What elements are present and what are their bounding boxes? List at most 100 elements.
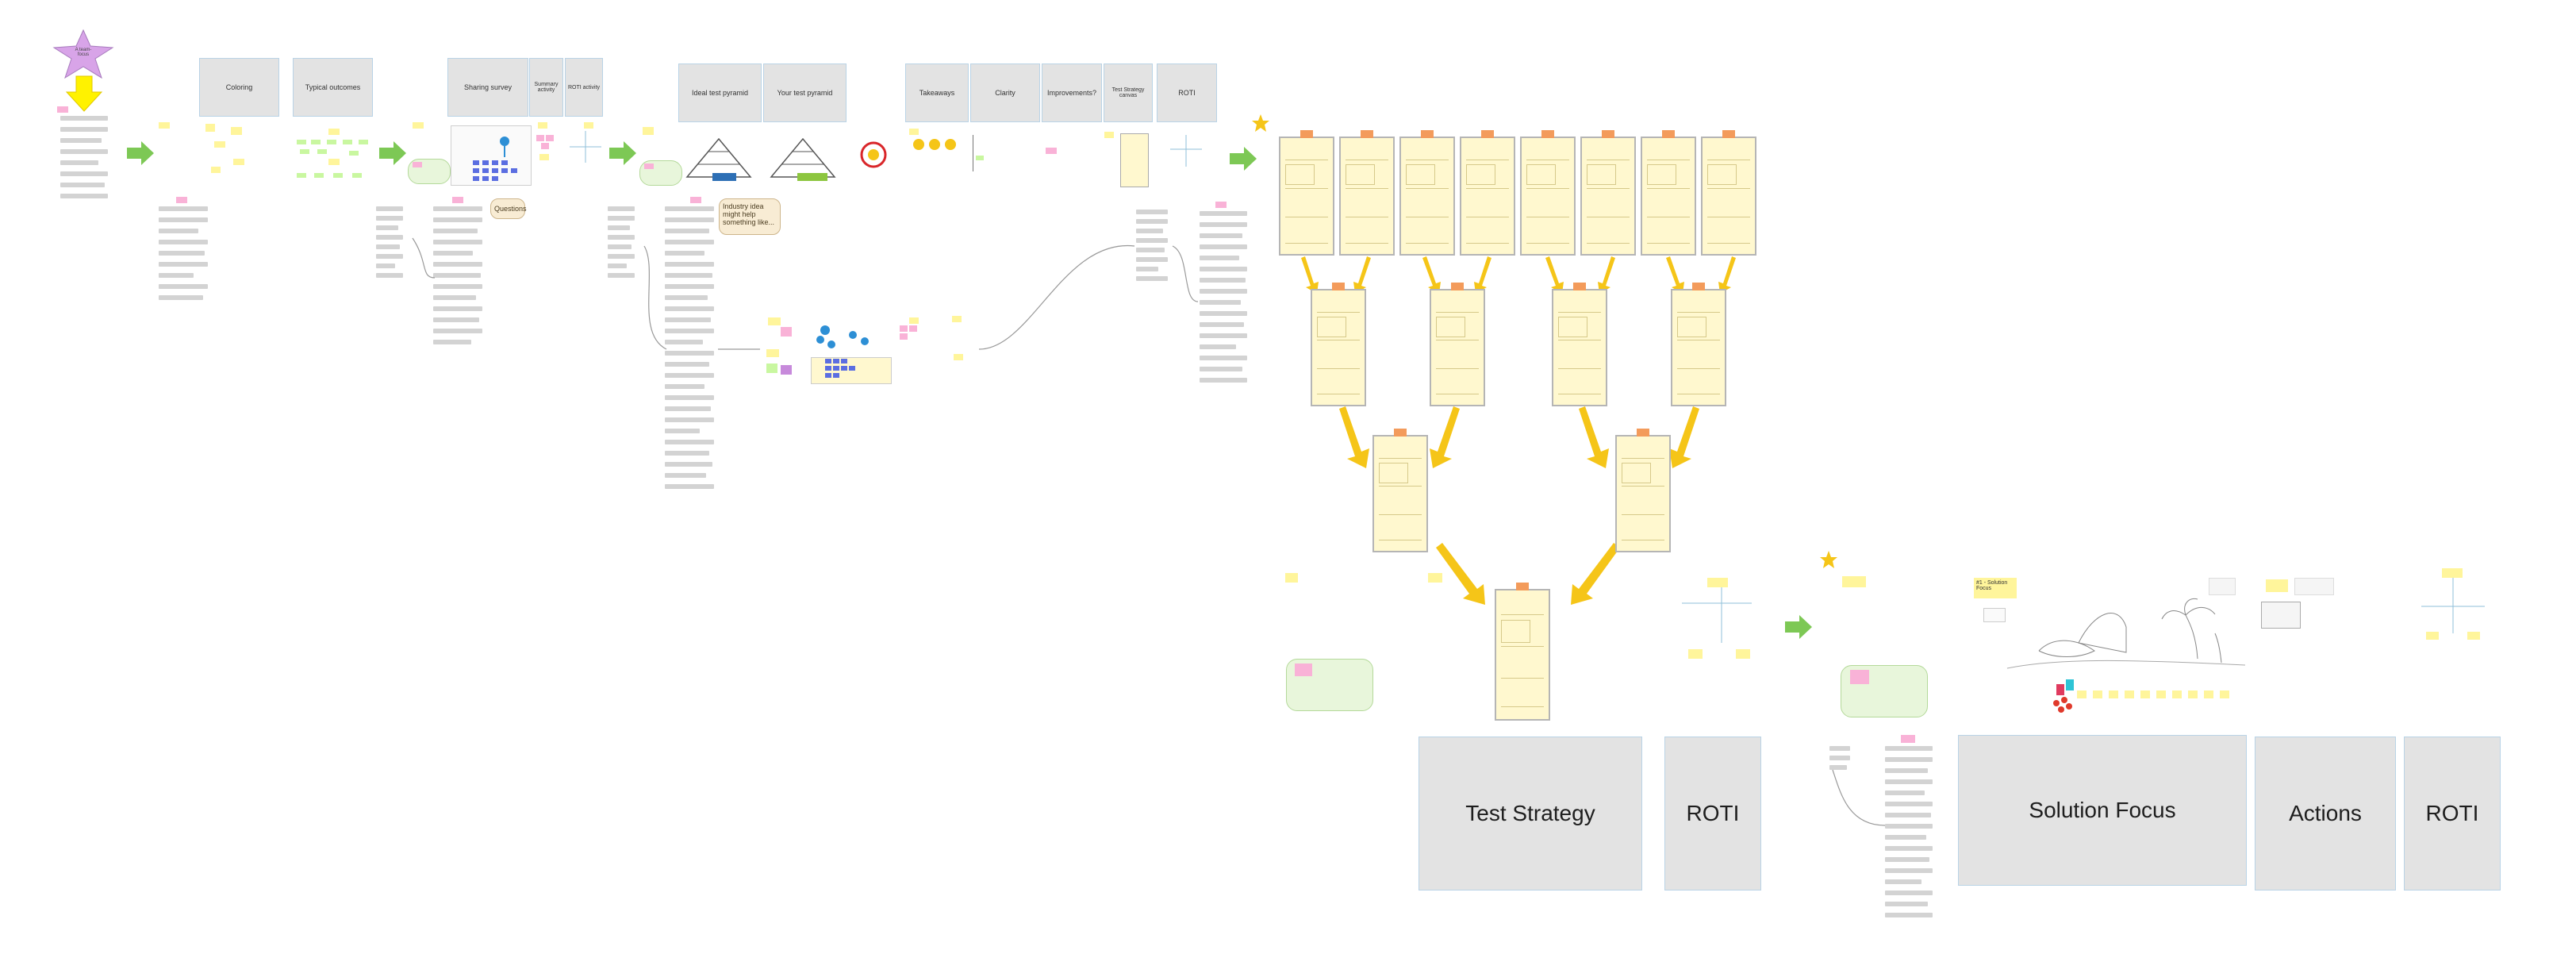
frame-test-strategy[interactable]: Test Strategy — [1419, 737, 1642, 890]
document-page[interactable] — [1399, 130, 1455, 256]
sticky-note[interactable] — [352, 173, 362, 178]
sticky-note[interactable] — [1428, 573, 1442, 583]
pink-sticky[interactable] — [413, 162, 422, 167]
frame-test-strategy-canvas[interactable]: Test Strategy canvas — [1104, 63, 1153, 122]
scale-sticky[interactable] — [2220, 690, 2229, 698]
document-page[interactable] — [1460, 130, 1515, 256]
pink-sticky[interactable] — [452, 197, 463, 203]
sticky-note[interactable] — [539, 154, 549, 160]
frame-ideal-test-pyramid[interactable]: Ideal test pyramid — [678, 63, 762, 122]
frame-solution-focus[interactable]: Solution Focus — [1958, 735, 2247, 886]
sticky-note[interactable] — [343, 140, 352, 144]
scale-sticky[interactable] — [2077, 690, 2087, 698]
pink-sticky[interactable] — [900, 325, 908, 332]
frame-roti-2[interactable]: ROTI — [2404, 737, 2501, 890]
pink-sticky[interactable] — [1850, 670, 1869, 684]
pink-sticky[interactable] — [690, 197, 701, 203]
frame-improvements[interactable]: Improvements? — [1042, 63, 1102, 122]
scale-sticky[interactable] — [2109, 690, 2118, 698]
sticky-note[interactable] — [300, 149, 309, 154]
frame-clarity[interactable]: Clarity — [970, 63, 1040, 122]
document-page[interactable] — [1372, 429, 1428, 552]
frame-roti-1[interactable]: ROTI — [1664, 737, 1761, 890]
sticky-note[interactable] — [231, 127, 242, 135]
pink-sticky[interactable] — [909, 325, 917, 332]
pink-sticky[interactable] — [57, 106, 68, 113]
document-page[interactable] — [1520, 130, 1576, 256]
pink-sticky[interactable] — [176, 197, 187, 203]
scale-sticky[interactable] — [2204, 690, 2213, 698]
sticky-note[interactable] — [314, 173, 324, 178]
sticky-note[interactable] — [297, 140, 306, 144]
frame-summary-activity[interactable]: Summary activity — [529, 58, 563, 117]
sticky-note[interactable] — [214, 141, 225, 148]
frame-roti-activity[interactable]: ROTI activity — [565, 58, 603, 117]
pink-sticky[interactable] — [536, 135, 544, 141]
sticky-note[interactable] — [1688, 649, 1703, 659]
sticky-note[interactable] — [1707, 578, 1728, 587]
sticky-note[interactable] — [349, 151, 359, 156]
document-page[interactable] — [1552, 283, 1607, 406]
sticky-note[interactable] — [297, 173, 306, 178]
sticky-note[interactable] — [2442, 568, 2463, 578]
document-page[interactable] — [1615, 429, 1671, 552]
sticky-note[interactable] — [584, 122, 593, 129]
document-page[interactable] — [1495, 583, 1550, 721]
sticky-note[interactable] — [2467, 632, 2480, 640]
pink-sticky[interactable] — [644, 163, 654, 169]
purple-sticky[interactable] — [781, 365, 792, 375]
sticky-note[interactable] — [766, 349, 779, 357]
document-page[interactable] — [1339, 130, 1395, 256]
scale-sticky[interactable] — [2188, 690, 2198, 698]
scale-sticky[interactable] — [2140, 690, 2150, 698]
sticky-note[interactable] — [211, 167, 221, 173]
sticky-note[interactable] — [233, 159, 244, 165]
sticky-note[interactable] — [328, 129, 340, 135]
pink-sticky[interactable] — [1215, 202, 1227, 208]
sticky-note[interactable] — [976, 156, 984, 160]
sticky-note[interactable] — [413, 122, 424, 129]
scale-sticky[interactable] — [2172, 690, 2182, 698]
document-page[interactable] — [1641, 130, 1696, 256]
sticky-note[interactable] — [909, 317, 919, 324]
document-page[interactable] — [1580, 130, 1636, 256]
scale-sticky[interactable] — [2156, 690, 2166, 698]
frame-actions[interactable]: Actions — [2255, 737, 2396, 890]
sticky-note[interactable] — [1104, 132, 1114, 138]
sticky-note[interactable] — [2426, 632, 2439, 640]
sticky-note[interactable] — [328, 159, 340, 165]
scale-sticky[interactable] — [2125, 690, 2134, 698]
sticky-note[interactable] — [1983, 608, 2006, 622]
pink-sticky[interactable] — [541, 143, 549, 149]
pink-sticky[interactable] — [1901, 735, 1915, 743]
pink-sticky[interactable] — [546, 135, 554, 141]
frame-typical-outcomes[interactable]: Typical outcomes — [293, 58, 373, 117]
pink-sticky[interactable] — [1046, 148, 1057, 154]
sticky-note[interactable] — [205, 124, 215, 132]
document-page[interactable] — [1701, 130, 1756, 256]
frame-roti-small[interactable]: ROTI — [1157, 63, 1217, 122]
frame-your-test-pyramid[interactable]: Your test pyramid — [763, 63, 847, 122]
document-page[interactable] — [1671, 283, 1726, 406]
scale-sticky[interactable] — [2093, 690, 2102, 698]
sticky-note[interactable] — [766, 363, 777, 373]
sticky-note[interactable] — [768, 317, 781, 325]
pink-sticky[interactable] — [781, 327, 792, 337]
document-page[interactable] — [1430, 283, 1485, 406]
sticky-note[interactable] — [317, 149, 327, 154]
sticky-note[interactable] — [538, 122, 547, 129]
frame-takeaways[interactable]: Takeaways — [905, 63, 969, 122]
sticky-note[interactable] — [954, 354, 963, 360]
pink-sticky[interactable] — [900, 333, 908, 340]
frame-sharing-survey[interactable]: Sharing survey — [447, 58, 528, 117]
pink-sticky[interactable] — [1295, 664, 1312, 676]
sticky-note[interactable] — [333, 173, 343, 178]
frame-coloring[interactable]: Coloring — [199, 58, 279, 117]
sticky-note[interactable] — [1285, 573, 1298, 583]
document-page[interactable] — [1279, 130, 1334, 256]
solution-focus-sticky[interactable]: #1 - Solution Focus — [1974, 578, 2017, 598]
sticky-note[interactable] — [643, 127, 654, 135]
sticky-note[interactable] — [327, 140, 336, 144]
sticky-note[interactable] — [952, 316, 962, 322]
sticky-note[interactable] — [159, 122, 170, 129]
